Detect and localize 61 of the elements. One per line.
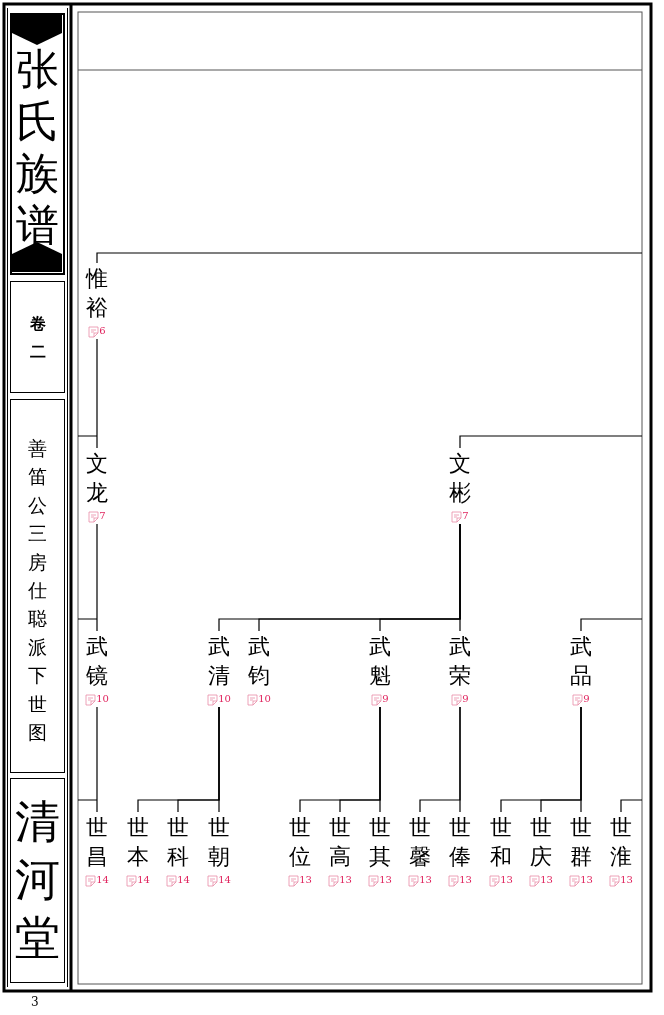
lineage-line <box>580 706 582 813</box>
person-name: 世高 <box>328 814 352 871</box>
person-name: 世朝 <box>207 814 231 871</box>
page-reference: 9 <box>462 693 469 704</box>
page-number: 3 <box>31 995 39 1009</box>
person-name: 世群 <box>569 814 593 871</box>
page-reference: 14 <box>137 874 150 885</box>
page-reference: 13 <box>540 874 553 885</box>
person-name: 世昌 <box>85 814 109 871</box>
page-reference: 13 <box>580 874 593 885</box>
page-reference: 13 <box>339 874 352 885</box>
page-reference: 14 <box>218 874 231 885</box>
page-reference: 14 <box>96 874 109 885</box>
page-reference: 9 <box>583 693 590 704</box>
person-name: 武荣 <box>448 633 472 690</box>
person-name: 世本 <box>126 814 150 871</box>
person-name: 惟裕 <box>84 265 109 322</box>
page-reference: 14 <box>177 874 190 885</box>
person-name: 世淮 <box>609 814 633 871</box>
page-reference: 9 <box>382 693 389 704</box>
lineage-line <box>580 618 643 632</box>
page-reference: 7 <box>462 510 469 521</box>
title-box: 张氏族谱 <box>10 13 65 275</box>
page-reference: 13 <box>299 874 312 885</box>
lineage-line <box>218 706 220 813</box>
heading-box: 善笛公三房仕聪派下世图 <box>10 399 65 773</box>
page-reference: 13 <box>459 874 472 885</box>
page-reference: 7 <box>99 510 106 521</box>
person-name: 武钧 <box>247 633 271 690</box>
person-name: 世庆 <box>529 814 553 871</box>
person-name: 世位 <box>288 814 312 871</box>
volume-box: 卷二 <box>10 281 65 393</box>
person-name: 世和 <box>489 814 513 871</box>
person-name: 文龙 <box>85 450 109 507</box>
person-name: 武品 <box>569 633 593 690</box>
person-name: 世其 <box>368 814 392 871</box>
lineage-line <box>77 338 98 449</box>
lineage-line <box>77 706 98 813</box>
lineage-line <box>459 523 461 632</box>
person-name: 武魁 <box>368 633 392 690</box>
lineage-line <box>96 252 643 264</box>
hall-name-box: 清河堂 <box>10 778 65 983</box>
page-reference: 13 <box>379 874 392 885</box>
lineage-line <box>459 706 461 813</box>
page-reference: 10 <box>258 693 271 704</box>
person-name: 世馨 <box>408 814 432 871</box>
person-name: 文彬 <box>448 450 472 507</box>
person-name: 武镜 <box>85 633 109 690</box>
lineage-line <box>77 523 98 632</box>
page-reference: 13 <box>620 874 633 885</box>
page-reference: 13 <box>500 874 513 885</box>
page-reference: 6 <box>99 325 106 336</box>
person-name: 世科 <box>166 814 190 871</box>
lineage-line <box>379 706 381 813</box>
person-name: 世俸 <box>448 814 472 871</box>
page-reference: 10 <box>218 693 231 704</box>
person-name: 武清 <box>207 633 231 690</box>
page-reference: 10 <box>96 693 109 704</box>
lineage-line <box>620 799 643 813</box>
lineage-line <box>459 435 643 449</box>
page-reference: 13 <box>419 874 432 885</box>
